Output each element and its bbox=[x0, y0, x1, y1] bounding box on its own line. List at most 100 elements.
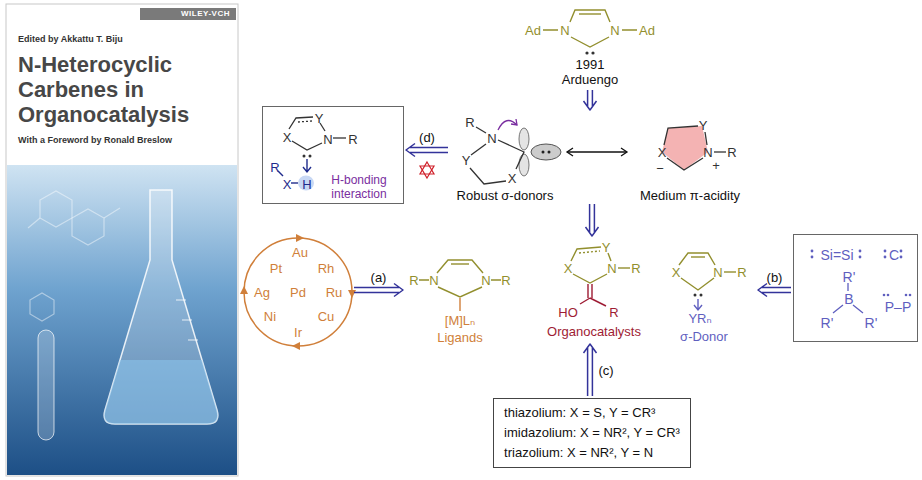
metal-symbol: Ru bbox=[326, 286, 343, 299]
main-group-bonds bbox=[883, 294, 886, 297]
main-group-bonds bbox=[905, 294, 908, 297]
atom-label: H bbox=[302, 178, 311, 191]
atom-label: N bbox=[713, 266, 722, 279]
atom-label: N bbox=[487, 132, 496, 145]
atom-label: Y bbox=[602, 241, 611, 254]
main-group-bonds bbox=[859, 256, 862, 259]
atom-label: X bbox=[658, 146, 667, 159]
main-group-bonds bbox=[887, 294, 890, 297]
sigma-donor-adduct-bonds bbox=[724, 271, 736, 272]
sigma-donor-orbitals bbox=[542, 151, 545, 154]
main-group-bonds bbox=[900, 256, 903, 259]
book-cover-art bbox=[176, 300, 186, 301]
atom-label: N bbox=[607, 262, 616, 275]
element-label: C bbox=[889, 248, 899, 262]
atom-label: Y bbox=[462, 154, 471, 167]
pi-acidity-ring bbox=[667, 158, 703, 170]
sigma-donor-orbitals bbox=[498, 140, 524, 169]
main-group-bonds bbox=[811, 256, 814, 259]
lone-pair bbox=[694, 294, 697, 297]
step-label: (a) bbox=[371, 271, 387, 284]
atom-label: N bbox=[560, 24, 569, 37]
atom-label: R bbox=[727, 146, 736, 159]
h-bond-structure bbox=[303, 155, 306, 158]
book-cover-art bbox=[28, 218, 40, 228]
h-bond-structure bbox=[289, 117, 313, 129]
step-label: (b) bbox=[767, 271, 783, 284]
main-group-bonds bbox=[833, 283, 863, 313]
metal-symbol: Pt bbox=[270, 262, 282, 275]
double-arrow-stroke bbox=[584, 344, 597, 396]
double-arrow-stroke bbox=[584, 90, 597, 110]
ligand-structure-bonds bbox=[459, 298, 460, 311]
sigma-donor-orbitals bbox=[519, 128, 529, 150]
atom-label: Robust σ-donors bbox=[457, 189, 554, 202]
metal-cycle: AuPtRhAgPdRuNiCuIr bbox=[244, 238, 352, 346]
hazard-star bbox=[420, 166, 434, 178]
pi-acidity-ring bbox=[705, 132, 707, 145]
metal-cycle-ring bbox=[240, 234, 356, 350]
h-bond-structure bbox=[298, 176, 314, 191]
book-cover-art bbox=[104, 208, 120, 218]
organocatalyst-bonds bbox=[571, 247, 601, 261]
atom-label: N bbox=[481, 274, 490, 287]
lone-pair bbox=[700, 294, 703, 297]
organocatalyst-bonds bbox=[608, 253, 611, 261]
atom-label: R bbox=[409, 274, 418, 287]
main-group-box: Si=SiCR'BR'R'P–P bbox=[793, 234, 918, 342]
metal-symbol: Rh bbox=[318, 262, 335, 275]
double-arrow bbox=[406, 144, 448, 157]
resonance-arrow bbox=[567, 148, 627, 156]
atom-label: N bbox=[429, 274, 438, 287]
double-arrow bbox=[584, 90, 597, 110]
metal-symbol: Pd bbox=[290, 286, 306, 299]
main-group-bonds bbox=[859, 250, 862, 253]
ligand-structure-bonds bbox=[451, 263, 469, 264]
main-group-bonds bbox=[884, 256, 887, 259]
azolium-line: thiazolium: X = S, Y = CR³ bbox=[504, 403, 680, 423]
h-bond-structure bbox=[333, 137, 346, 138]
atom-label: X bbox=[508, 172, 517, 185]
organocatalyst-bonds bbox=[588, 284, 592, 298]
ligand-structure: RNNR[M]LₙLigands bbox=[405, 245, 525, 346]
step-label: (d) bbox=[419, 131, 435, 144]
step-label: (c) bbox=[598, 364, 613, 377]
book-cover-art bbox=[40, 191, 72, 227]
atom-label: N bbox=[610, 24, 619, 37]
metal-cycle-ring bbox=[292, 342, 300, 350]
atom-label: R bbox=[737, 266, 746, 279]
element-label: P–P bbox=[885, 300, 911, 314]
organocatalyst-bonds bbox=[571, 247, 630, 306]
double-arrow-stroke bbox=[586, 204, 599, 236]
organocatalyst-structure: YXNRHOROrganocatalysts bbox=[540, 238, 652, 342]
metal-symbol: Cu bbox=[318, 310, 335, 323]
double-arrow bbox=[354, 284, 403, 297]
double-arrow bbox=[586, 204, 599, 236]
ligand-structure-bonds bbox=[438, 287, 482, 297]
atom-label: Y bbox=[699, 119, 708, 132]
atom-label: R bbox=[465, 116, 474, 129]
h-bond-structure bbox=[298, 121, 312, 122]
metal-cycle-ring bbox=[296, 234, 304, 242]
resonance-arrow bbox=[567, 148, 627, 156]
arduengo-carbene-bonds bbox=[579, 13, 601, 14]
pi-acidity-ring bbox=[714, 151, 726, 152]
atom-label: + bbox=[712, 159, 720, 172]
metal-symbol: Ag bbox=[254, 286, 270, 299]
sigma-donor-adduct-bonds bbox=[679, 253, 736, 290]
element-label: Si=Si bbox=[820, 248, 853, 262]
book-cover-art bbox=[28, 191, 120, 321]
h-bond-structure bbox=[303, 159, 311, 172]
atom-label: Ad bbox=[639, 24, 655, 37]
h-bond-structure bbox=[291, 182, 298, 183]
atom-label: R bbox=[348, 133, 357, 146]
book-cover-art bbox=[30, 293, 54, 321]
book-cover-art bbox=[6, 4, 238, 476]
atom-label: 1991 bbox=[576, 58, 605, 71]
atom-label: N bbox=[703, 146, 712, 159]
main-group-bonds bbox=[811, 250, 814, 253]
lone-pair bbox=[585, 51, 594, 54]
metal-cycle-ring bbox=[348, 290, 356, 298]
main-group-bonds bbox=[884, 250, 887, 253]
